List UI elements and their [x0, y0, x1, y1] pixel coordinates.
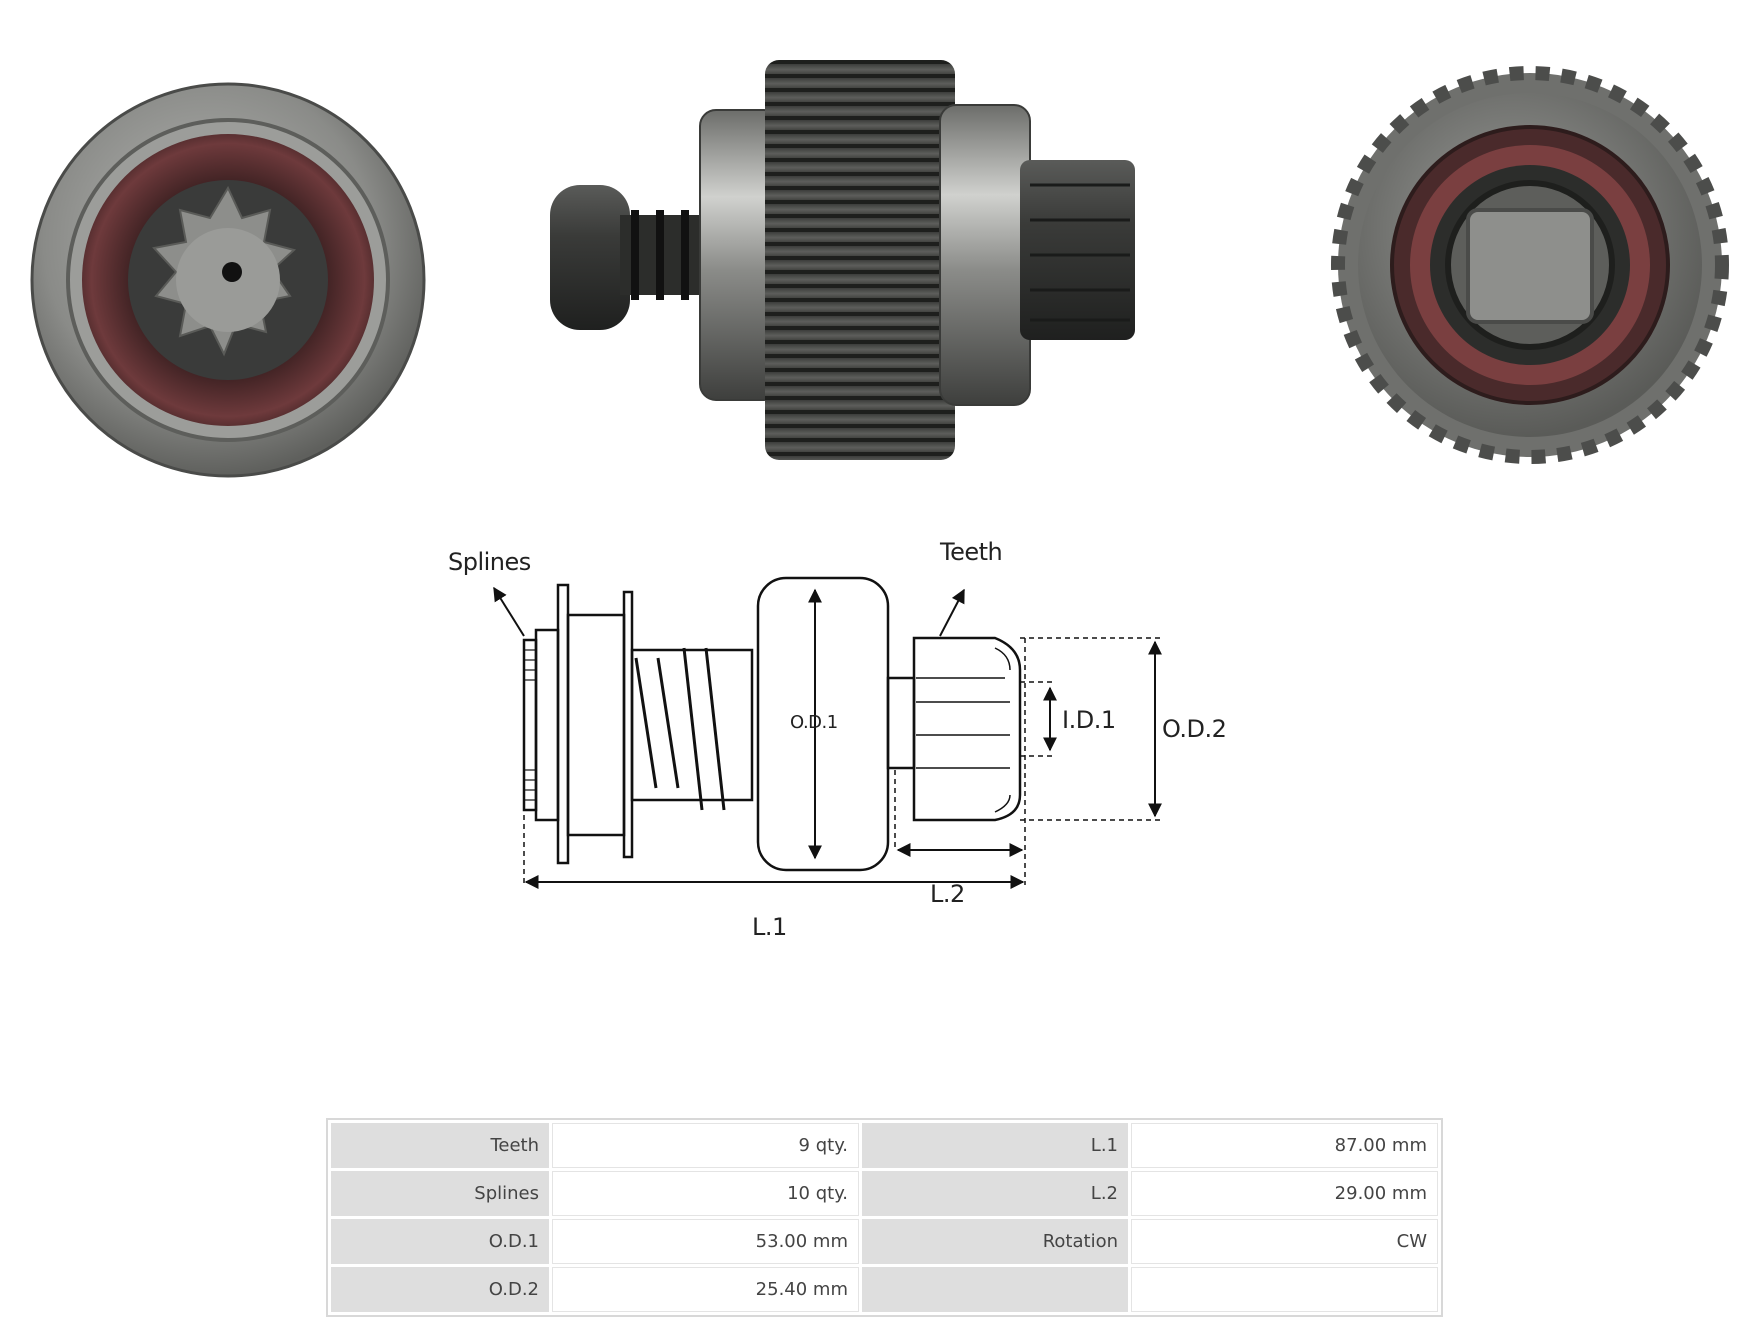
- id1-label: I.D.1: [1062, 706, 1116, 734]
- spec-key: Rotation: [862, 1219, 1128, 1264]
- spring-housing: [630, 648, 754, 802]
- table-row: O.D.2 25.40 mm: [331, 1267, 1438, 1312]
- splines-end: [522, 638, 538, 812]
- spec-key: O.D.2: [331, 1267, 549, 1312]
- spec-key: Splines: [331, 1171, 549, 1216]
- splines-leader: [493, 586, 525, 637]
- pinion-teeth: [912, 636, 1022, 822]
- spec-value: 87.00 mm: [1131, 1123, 1438, 1168]
- spec-key: L.1: [862, 1123, 1128, 1168]
- teeth-leader: [939, 588, 965, 637]
- spec-value: 53.00 mm: [552, 1219, 859, 1264]
- l1-label: L.1: [752, 913, 787, 941]
- od1-label: O.D.1: [790, 712, 838, 733]
- table-row: O.D.1 53.00 mm Rotation CW: [331, 1219, 1438, 1264]
- spec-key: O.D.1: [331, 1219, 549, 1264]
- od2-label: O.D.2: [1162, 715, 1226, 743]
- l2-label: L.2: [930, 880, 965, 908]
- spec-value: 9 qty.: [552, 1123, 859, 1168]
- table-row: Teeth 9 qty. L.1 87.00 mm: [331, 1123, 1438, 1168]
- technical-drawing: Splines Teeth O.D.1 I.D.1 O.D.2 L.2 L.1: [448, 538, 1227, 941]
- splines-label: Splines: [448, 548, 531, 576]
- spec-value: 25.40 mm: [552, 1267, 859, 1312]
- spec-table: Teeth 9 qty. L.1 87.00 mm Splines 10 qty…: [326, 1118, 1443, 1317]
- gear-back-photo: [1331, 66, 1729, 464]
- teeth-label: Teeth: [939, 538, 1002, 566]
- spec-value: [1131, 1267, 1438, 1312]
- pinion-front-photo: [30, 82, 426, 478]
- spec-key: [862, 1267, 1128, 1312]
- spec-value: 10 qty.: [552, 1171, 859, 1216]
- spec-key: L.2: [862, 1171, 1128, 1216]
- spec-value: 29.00 mm: [1131, 1171, 1438, 1216]
- spec-value: CW: [1131, 1219, 1438, 1264]
- spec-key: Teeth: [331, 1123, 549, 1168]
- table-row: Splines 10 qty. L.2 29.00 mm: [331, 1171, 1438, 1216]
- starter-drive-side-photo: [550, 60, 1135, 460]
